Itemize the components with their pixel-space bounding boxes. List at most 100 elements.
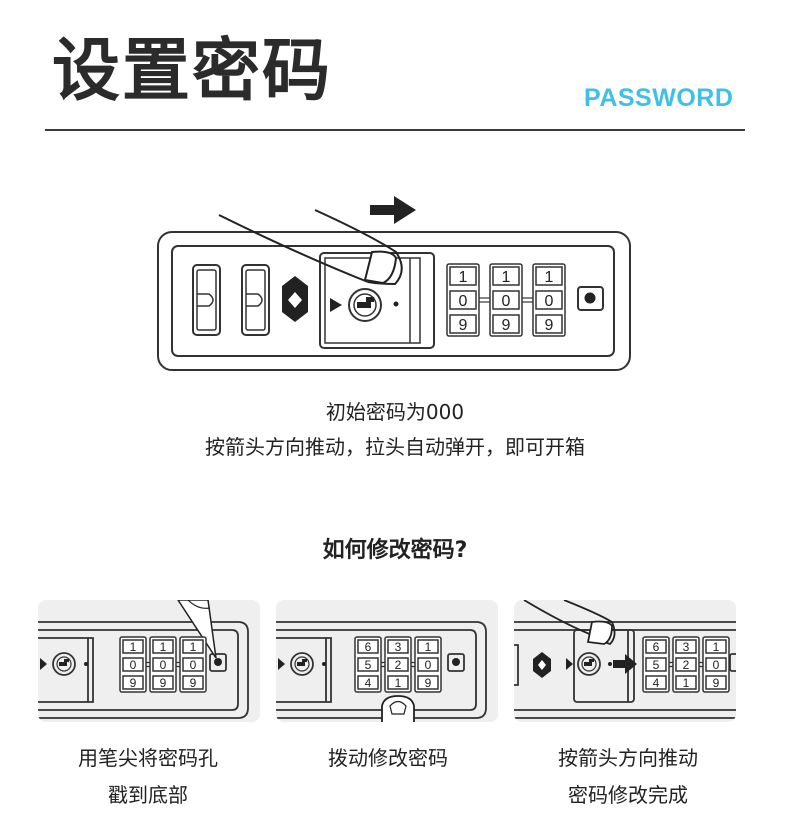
step-1-caption-line-1: 用笔尖将密码孔 (78, 746, 218, 770)
dial-wheel-2: 3 2 1 (384, 636, 415, 693)
dial-digit-box (645, 639, 667, 654)
dial-digit: 1 (459, 269, 468, 286)
dial-digit-box (705, 639, 727, 654)
finger-icon (523, 600, 616, 646)
dial-digit: 0 (713, 658, 720, 672)
howto-heading: 如何修改密码? (322, 538, 468, 563)
dial-digit-box (122, 657, 144, 672)
push-arrow-icon (613, 654, 637, 674)
dial-digit-box (705, 675, 727, 690)
dial-digit: 5 (653, 658, 660, 672)
dial-digit: 1 (425, 640, 432, 654)
dial-wheel-2: 1 0 9 (489, 263, 533, 337)
dial-digit: 2 (683, 658, 690, 672)
dial-digit: 1 (190, 640, 197, 654)
dial-digit-box (122, 639, 144, 654)
dial-wheel-3: 1 0 9 (532, 263, 566, 337)
dial-digit-box (535, 290, 563, 310)
header-divider (45, 129, 745, 131)
finger-icon (218, 209, 403, 286)
intro-line-1: 初始密码为000 (325, 400, 465, 424)
dial-digit-box (675, 639, 697, 654)
dial-digit: 4 (653, 676, 660, 690)
dial-wheel-3: 1 0 9 (414, 636, 442, 693)
dial-digit: 9 (545, 317, 554, 334)
dial-digit: 1 (683, 676, 690, 690)
dial-digit: 0 (545, 293, 554, 310)
dial-digit-box (645, 657, 667, 672)
dial-digit-box (492, 266, 520, 286)
dial-wheel-1: 654 (354, 636, 385, 693)
dial-digit-box (645, 675, 667, 690)
step-3-caption-line-1: 按箭头方向推动 (558, 746, 698, 770)
dial-digit-box (387, 675, 409, 690)
lock-inner-frame (171, 245, 615, 357)
dial-digit-box (675, 675, 697, 690)
dial-digit: 1 (130, 640, 137, 654)
dial-digit-box (182, 657, 204, 672)
dial-digit-box (152, 639, 174, 654)
dial-digit: 9 (713, 676, 720, 690)
dial-digit: 0 (130, 658, 137, 672)
dial-wheel-3: 1 0 9 (179, 636, 207, 693)
dial-digit-box (387, 657, 409, 672)
dial-digit-box (705, 657, 727, 672)
dial-digit: 6 (653, 640, 660, 654)
dial-digit: 3 (683, 640, 690, 654)
intro-line-2: 按箭头方向推动，拉头自动弹开，即可开箱 (205, 435, 585, 459)
dial-digit: 1 (502, 269, 511, 286)
dial-digit-box (357, 639, 379, 654)
dial-digit: 0 (425, 658, 432, 672)
dial-digit-box (417, 657, 439, 672)
dial-digit-box (152, 675, 174, 690)
step-3-caption-line-2: 密码修改完成 (568, 783, 688, 807)
dial-digit-box (182, 639, 204, 654)
dial-digit-box (182, 675, 204, 690)
dial-digit: 6 (365, 640, 372, 654)
step-3-panel: 6 5 4 3 2 1 1 0 9 (514, 600, 736, 722)
dial-digit: 9 (130, 676, 137, 690)
dial-digit: 9 (190, 676, 197, 690)
dial-digit: 0 (160, 658, 167, 672)
dial-digit: 9 (502, 317, 511, 334)
dial-digit: 1 (713, 640, 720, 654)
step-2-caption-line-1: 拨动修改密码 (328, 746, 448, 770)
dial-digit: 3 (395, 640, 402, 654)
dial-wheel-2: 3 2 1 (672, 636, 703, 693)
lock-outer-frame (157, 231, 631, 371)
page-title: 设置密码 (52, 32, 333, 111)
dial-digit: 0 (502, 293, 511, 310)
dial-digit-box (535, 314, 563, 334)
dial-digit-box (535, 266, 563, 286)
dial-wheel-3: 1 0 9 (702, 636, 730, 693)
dial-digit: 0 (459, 293, 468, 310)
dial-wheel-1: 6 5 4 (642, 636, 673, 693)
dial-digit-box (449, 290, 477, 310)
dial-digit: 4 (365, 676, 372, 690)
dial-digit: 0 (190, 658, 197, 672)
dial-digit-box (492, 314, 520, 334)
dial-wheel-1: 1 0 9 (119, 636, 150, 693)
dial-digit-box (122, 675, 144, 690)
dial-digit: 1 (160, 640, 167, 654)
push-arrow-icon (370, 196, 416, 224)
dial-digit-box (675, 657, 697, 672)
dial-digit: 1 (395, 676, 402, 690)
dial-digit: 2 (395, 658, 402, 672)
reset-button (577, 286, 604, 311)
dial-digit-box (449, 314, 477, 334)
dial-digit: 1 (545, 269, 554, 286)
dial-wheel-2: 109 (149, 636, 180, 693)
dial-digit-box (417, 675, 439, 690)
dial-digit-box (449, 266, 477, 286)
dial-digit-box (152, 657, 174, 672)
dial-digit: 9 (425, 676, 432, 690)
page-subtitle: PASSWORD (584, 84, 734, 112)
finger-icon (381, 695, 415, 722)
step-1-caption-line-2: 戳到底部 (108, 783, 188, 807)
dial-wheel-1: 109 (446, 263, 490, 337)
